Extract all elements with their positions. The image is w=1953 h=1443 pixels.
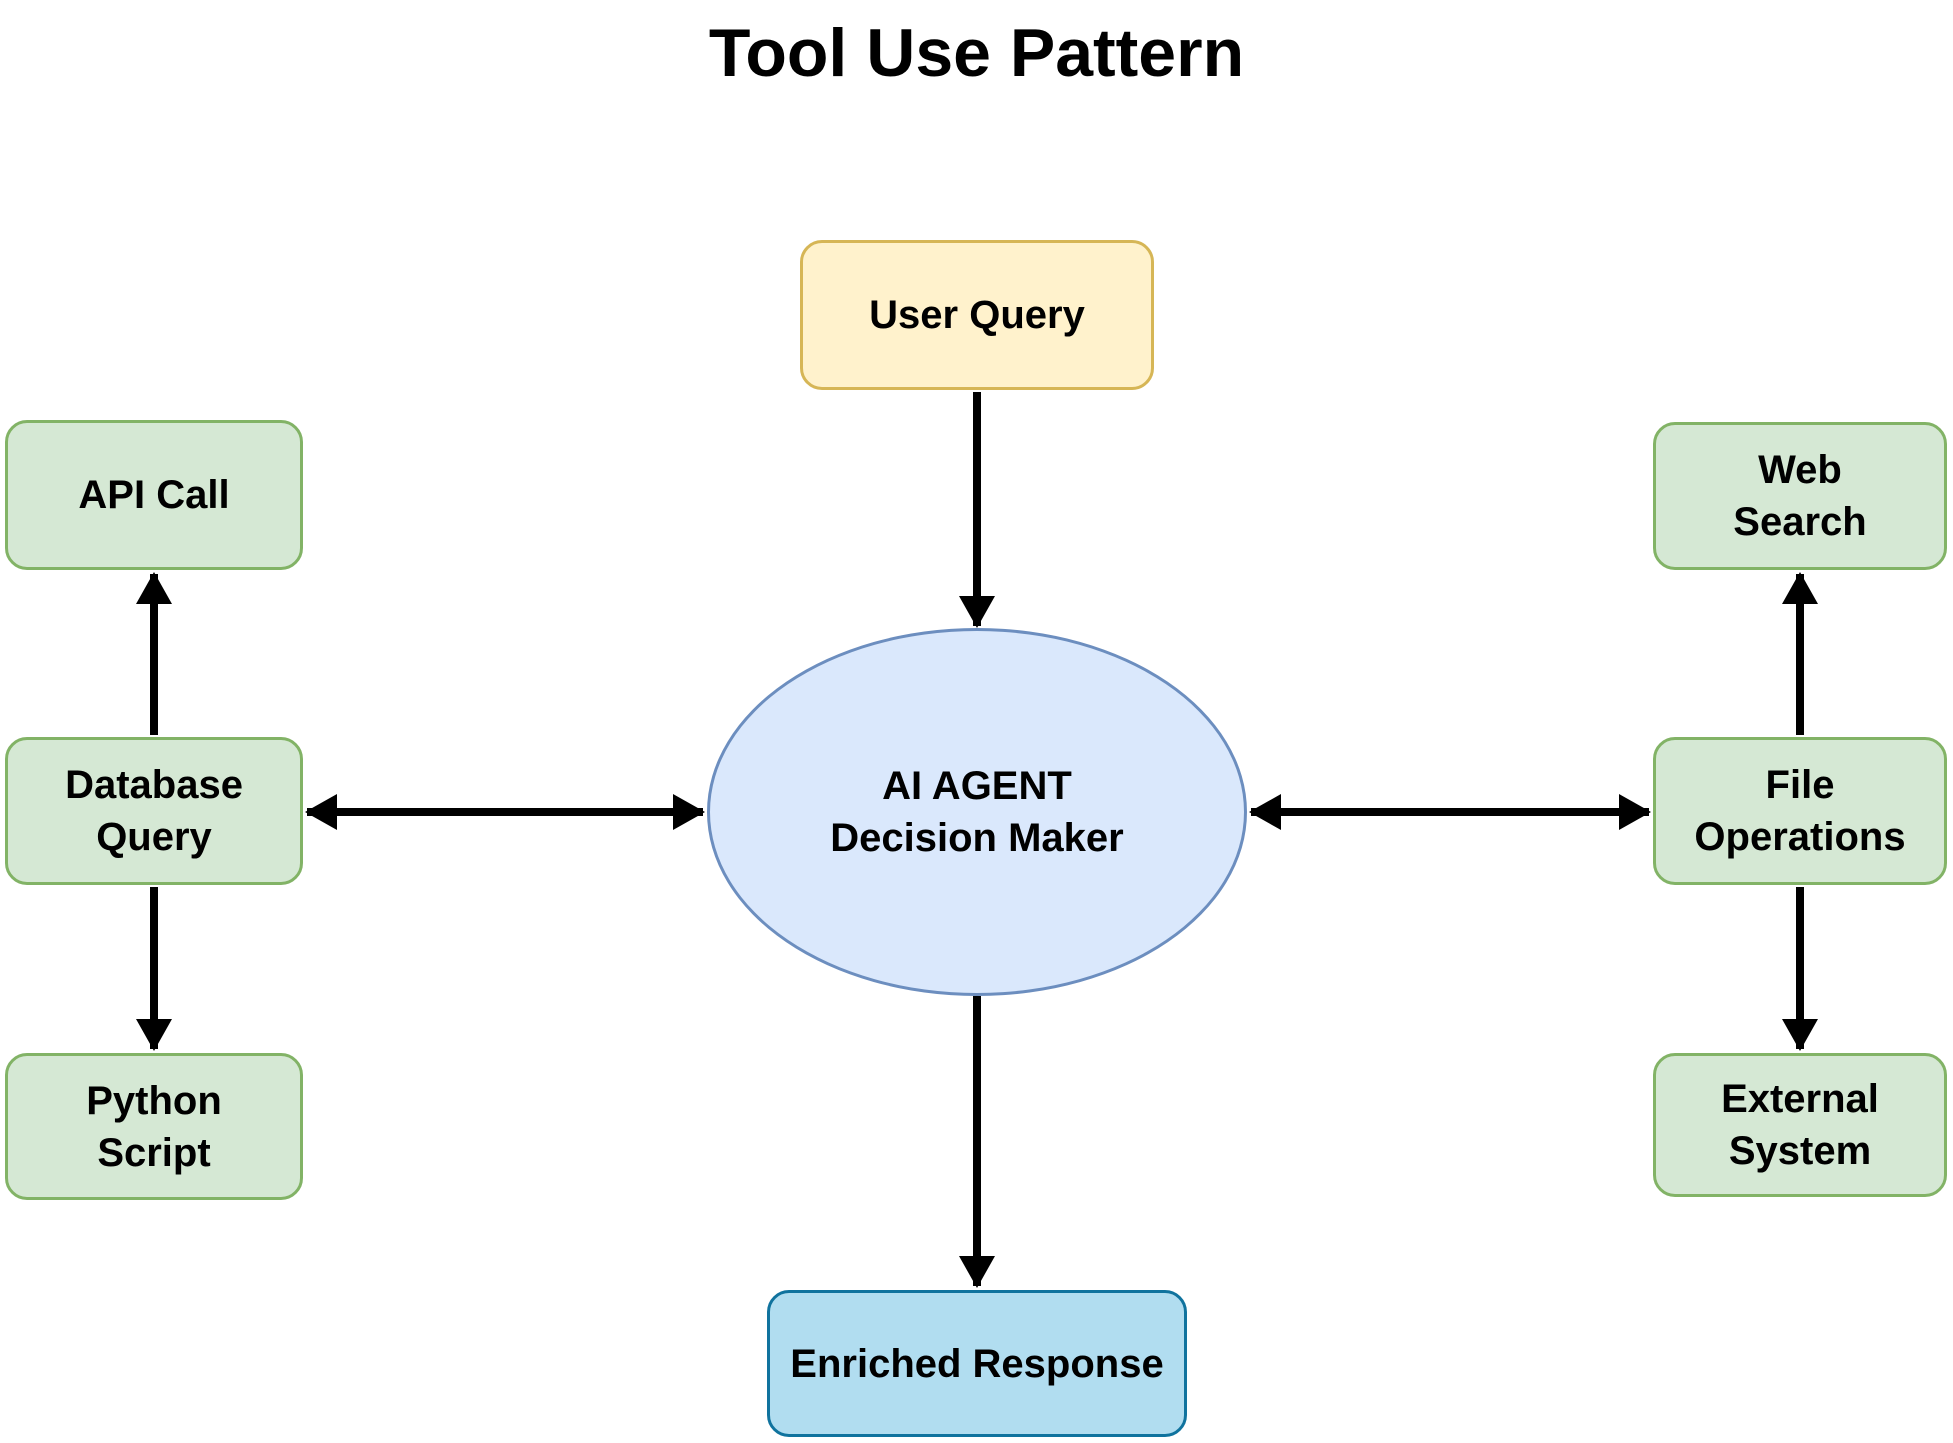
node-database-query-label: Database Query bbox=[65, 763, 243, 859]
node-user-query: User Query bbox=[800, 240, 1154, 390]
node-file-operations: File Operations bbox=[1653, 737, 1947, 885]
node-database-query: Database Query bbox=[5, 737, 303, 885]
node-user-query-label: User Query bbox=[869, 293, 1085, 337]
node-external-system: External System bbox=[1653, 1053, 1947, 1197]
node-file-operations-label: File Operations bbox=[1694, 763, 1906, 859]
node-api-call-label: API Call bbox=[78, 473, 230, 517]
node-ai-agent-decision-maker: AI AGENT Decision Maker bbox=[707, 628, 1247, 996]
page-title: Tool Use Pattern bbox=[708, 15, 1245, 91]
node-external-system-label: External System bbox=[1721, 1077, 1879, 1173]
node-python-script: Python Script bbox=[5, 1053, 303, 1200]
node-enriched-response: Enriched Response bbox=[767, 1290, 1187, 1437]
node-api-call: API Call bbox=[5, 420, 303, 570]
node-ai-agent-label: AI AGENT Decision Maker bbox=[830, 764, 1124, 860]
node-web-search: Web Search bbox=[1653, 422, 1947, 570]
node-enriched-response-label: Enriched Response bbox=[790, 1341, 1164, 1386]
node-python-script-label: Python Script bbox=[86, 1078, 222, 1175]
node-web-search-label: Web Search bbox=[1733, 448, 1867, 544]
